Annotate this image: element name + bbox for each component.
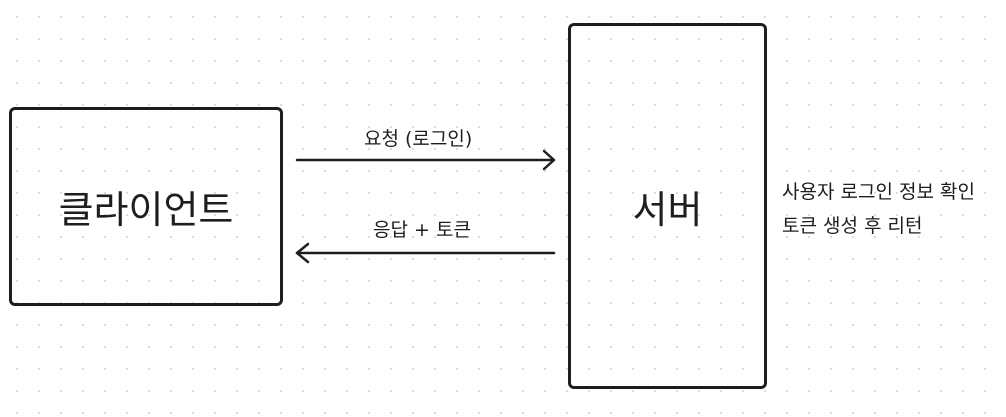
client-node[interactable]: 클라이언트: [9, 107, 283, 306]
request-arrow[interactable]: [295, 149, 556, 171]
client-node-label: 클라이언트: [58, 188, 234, 232]
server-note-line-1: 사용자 로그인 정보 확인: [782, 181, 975, 203]
response-edge-label: 응답 + 토큰: [373, 219, 471, 241]
server-note-line-2: 토큰 생성 후 리턴: [782, 215, 923, 237]
server-node-label: 서버: [632, 187, 703, 232]
server-node[interactable]: 서버: [568, 23, 767, 389]
request-edge-label: 요청 (로그인): [364, 128, 473, 150]
response-arrow[interactable]: [295, 242, 556, 264]
